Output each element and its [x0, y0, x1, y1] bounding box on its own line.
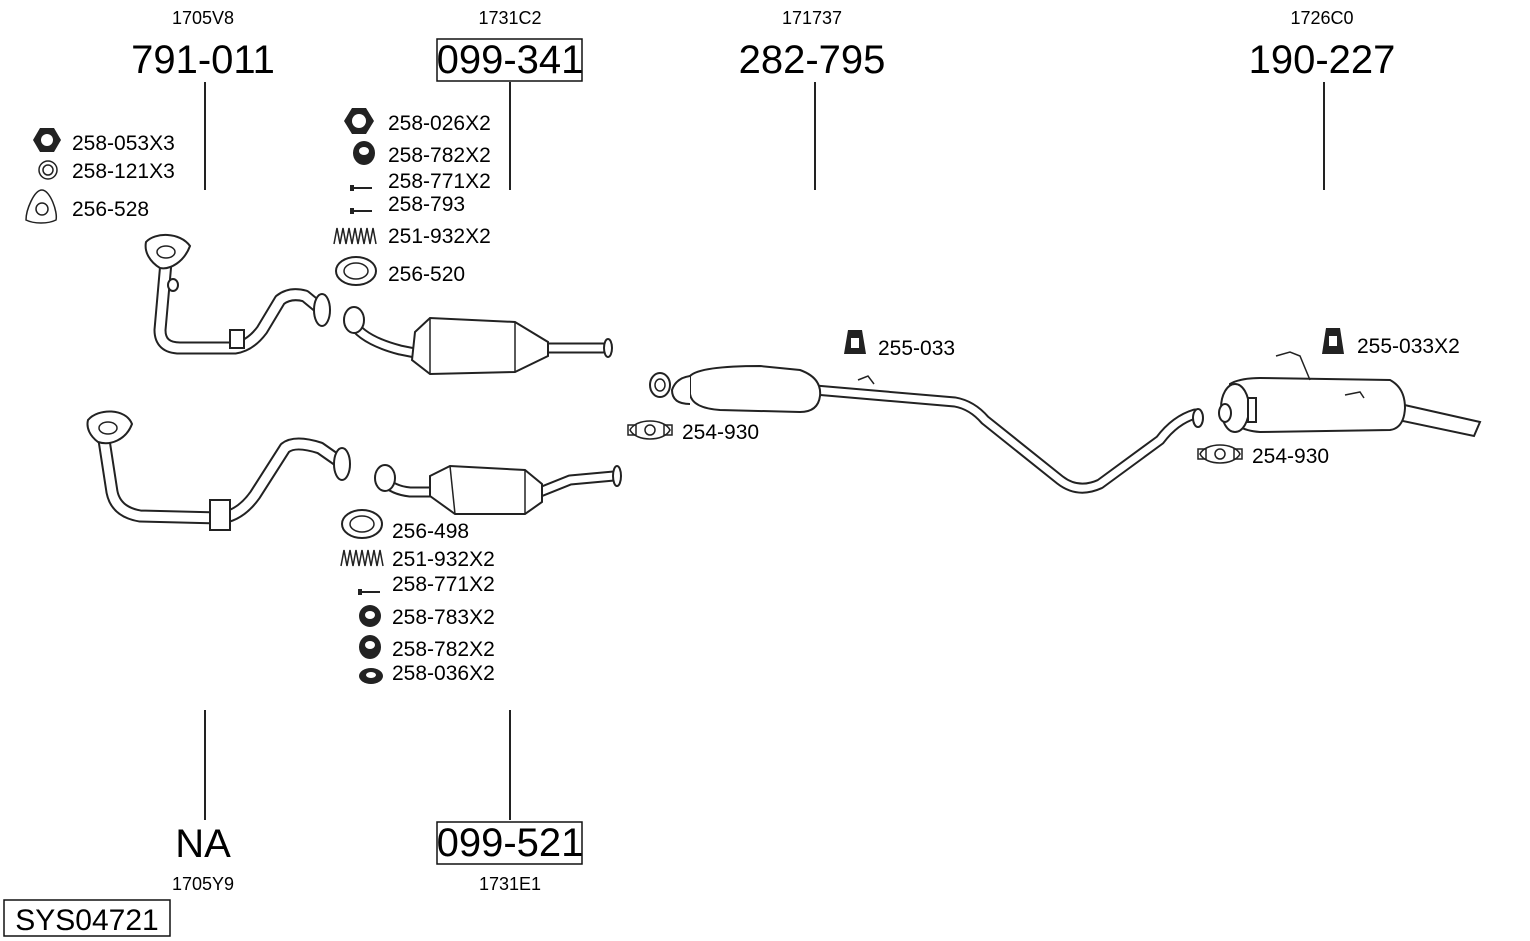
rubber-bush-icon — [359, 635, 381, 659]
hex-nut-icon — [33, 128, 61, 152]
rubber-bush-icon — [353, 141, 375, 165]
system-id-box — [3, 899, 171, 937]
fitting-label: 258-782X2 — [392, 638, 495, 661]
part-box — [436, 821, 583, 865]
front-pipe-lower[interactable] — [86, 410, 351, 531]
part-099-521[interactable]: 099-521 — [437, 821, 584, 865]
fitting-label: 258-026X2 — [388, 112, 491, 135]
fitting-label: 258-793 — [388, 193, 465, 216]
bolt-icon — [350, 208, 372, 214]
fitting-label: 251-932X2 — [392, 548, 495, 571]
rubber-bush-icon — [359, 605, 381, 627]
pipe-clamp-icon — [1197, 444, 1243, 464]
fitting-label: 258-771X2 — [388, 170, 491, 193]
ring-washer-icon — [38, 160, 58, 180]
part-282-795[interactable]: 282-795 — [739, 38, 886, 82]
hex-nut-icon — [344, 108, 374, 134]
bolt-icon — [350, 185, 372, 191]
bolt-icon — [358, 589, 380, 595]
ref-171737: 171737 — [782, 8, 842, 28]
fitting-label: 251-932X2 — [388, 225, 491, 248]
sealing-ring-icon — [341, 509, 383, 539]
fitting-label: 258-771X2 — [392, 573, 495, 596]
ref-1731E1: 1731E1 — [479, 874, 541, 894]
catalytic-converter-upper[interactable] — [343, 306, 613, 376]
ref-1705V8: 1705V8 — [172, 8, 234, 28]
front-pipe-upper[interactable] — [144, 234, 331, 355]
part-190-227[interactable]: 190-227 — [1249, 38, 1396, 82]
pipe-clamp-icon — [627, 420, 673, 440]
fitting-label: 258-053X3 — [72, 132, 175, 155]
part-na[interactable]: NA — [175, 822, 231, 866]
fitting-label: 255-033 — [878, 337, 955, 360]
flange-gasket-icon — [25, 189, 58, 224]
part-box — [436, 38, 583, 82]
spring-icon — [333, 227, 377, 245]
spring-icon — [340, 549, 384, 567]
fitting-label: 256-520 — [388, 263, 465, 286]
ref-1726C0: 1726C0 — [1290, 8, 1353, 28]
part-099-341[interactable]: 099-341 — [437, 38, 584, 82]
fitting-label: 258-121X3 — [72, 160, 175, 183]
middle-silencer-pipe[interactable] — [649, 364, 1204, 494]
ref-1705Y9: 1705Y9 — [172, 874, 234, 894]
sealing-ring-icon — [335, 256, 377, 286]
rubber-hanger-icon — [1322, 328, 1344, 354]
fitting-label: 255-033X2 — [1357, 335, 1460, 358]
fitting-label: 256-498 — [392, 520, 469, 543]
system-id: SYS04721 — [15, 904, 158, 937]
rubber-hanger-icon — [844, 330, 866, 354]
fitting-label: 254-930 — [1252, 445, 1329, 468]
fitting-label: 258-782X2 — [388, 144, 491, 167]
ref-1731C2: 1731C2 — [478, 8, 541, 28]
fitting-label: 256-528 — [72, 198, 149, 221]
rear-silencer[interactable] — [1218, 351, 1482, 438]
catalytic-converter-lower[interactable] — [374, 464, 622, 515]
flange-nut-icon — [359, 668, 383, 684]
part-791-011[interactable]: 791-011 — [131, 38, 275, 82]
fitting-label: 258-783X2 — [392, 606, 495, 629]
fitting-label: 254-930 — [682, 421, 759, 444]
fitting-label: 258-036X2 — [392, 662, 495, 685]
